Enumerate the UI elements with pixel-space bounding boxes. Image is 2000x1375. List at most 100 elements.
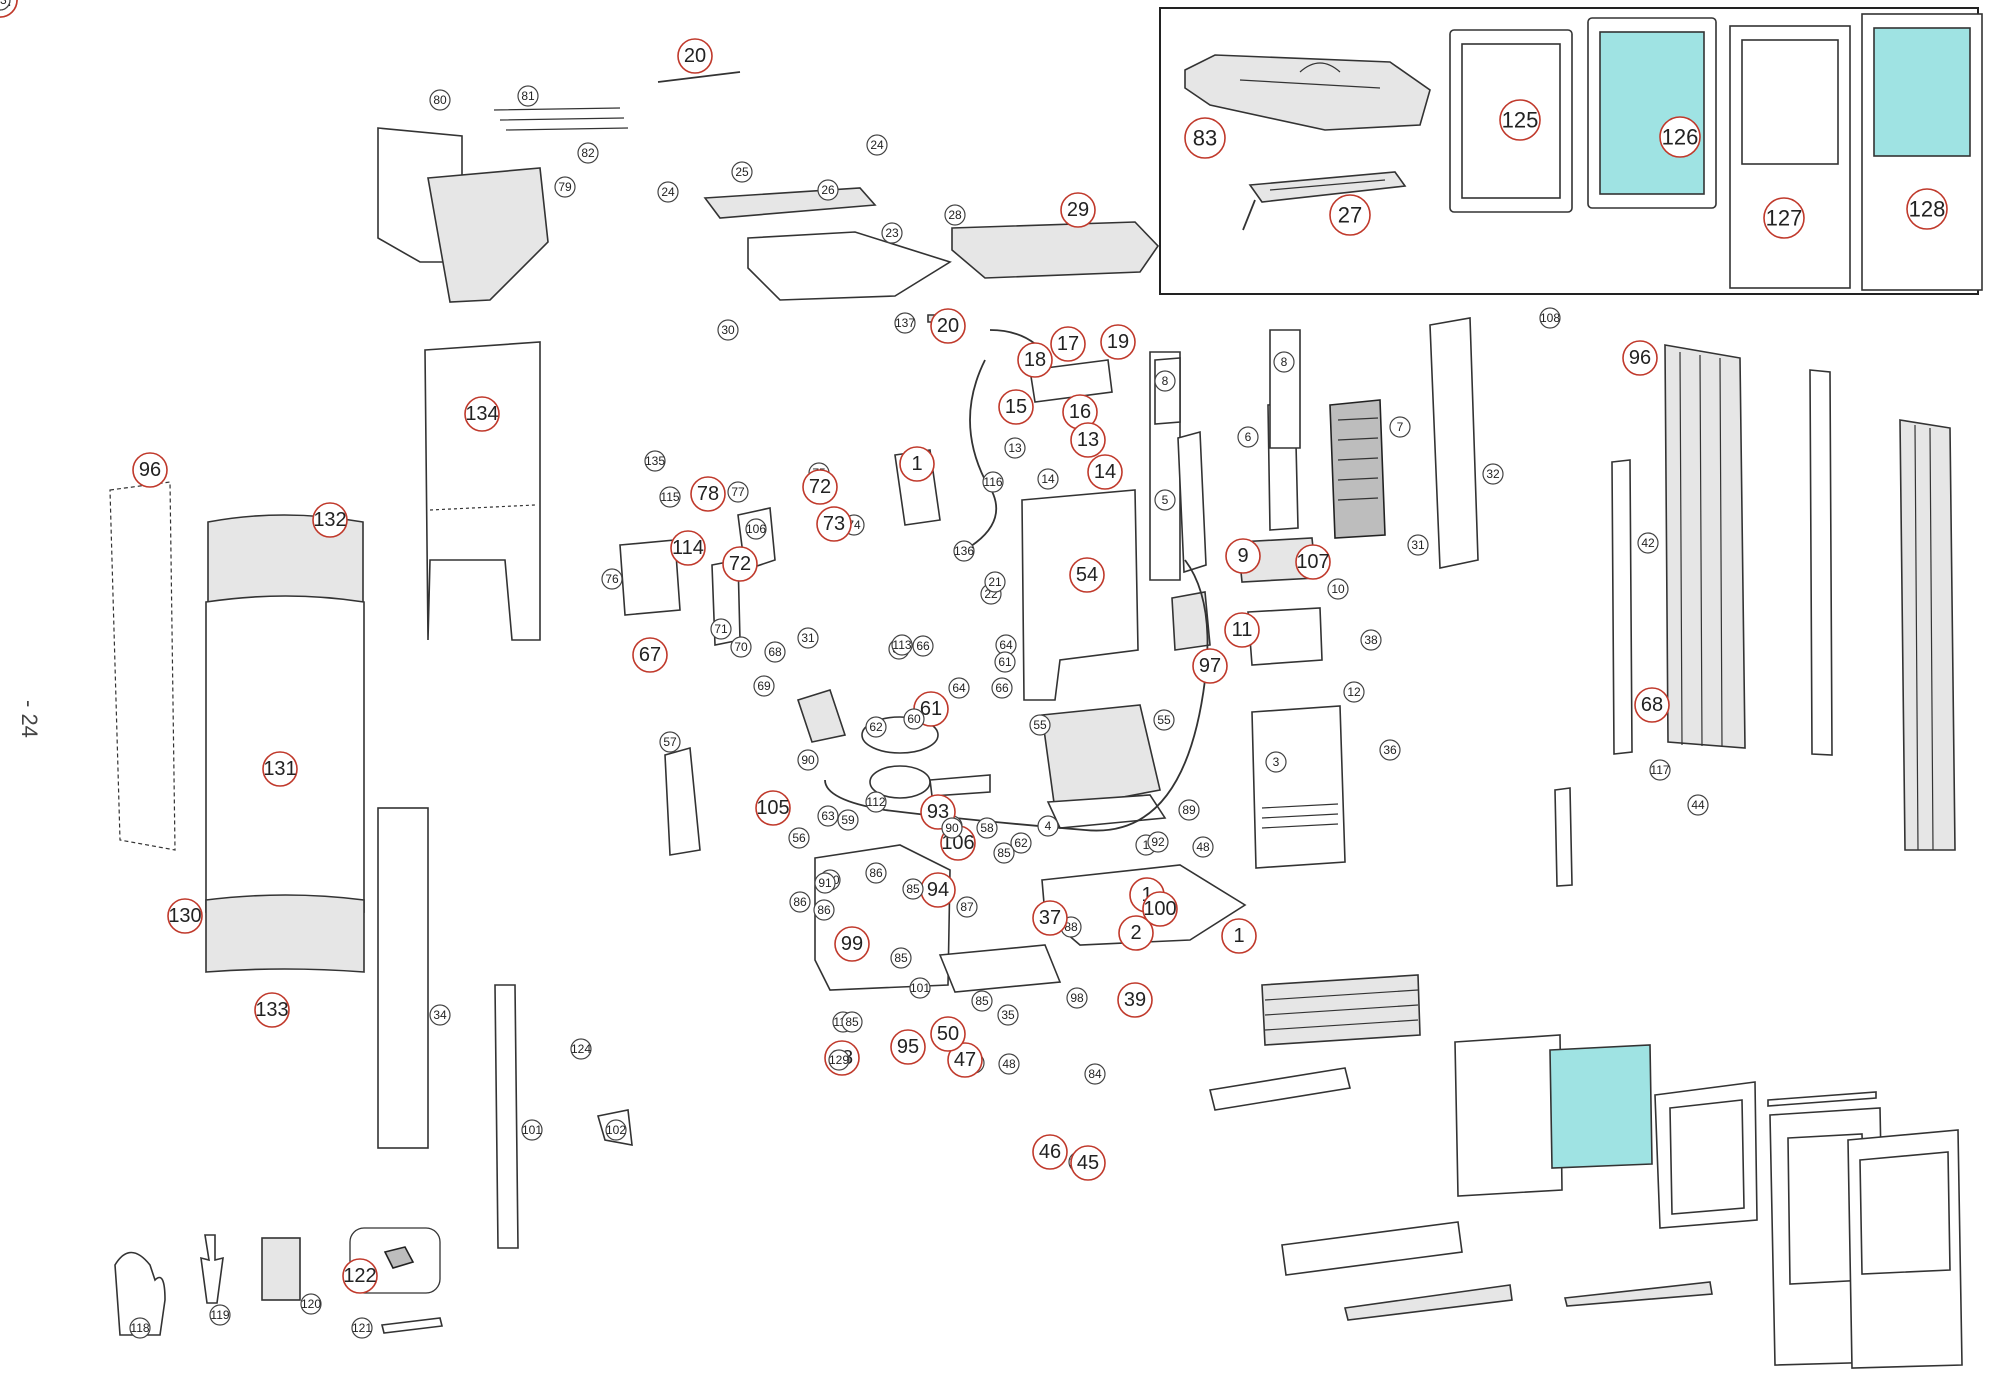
callout-label: 82 bbox=[577, 142, 599, 164]
callout-circle bbox=[1649, 759, 1671, 781]
callout-number: 122 bbox=[343, 1265, 376, 1287]
callout-number: 79 bbox=[558, 180, 572, 194]
callout-circle bbox=[690, 476, 726, 512]
callout-label: 17 bbox=[1050, 326, 1086, 362]
callout-number: 133 bbox=[255, 999, 288, 1021]
callout-label: 57 bbox=[659, 731, 681, 753]
callout-circle bbox=[710, 618, 732, 640]
callout-circle bbox=[834, 926, 870, 962]
callout-number: 136 bbox=[954, 544, 974, 558]
callout-number: 119 bbox=[210, 1308, 229, 1322]
callout-label: 124 bbox=[570, 1038, 592, 1060]
callout-circle bbox=[890, 1029, 926, 1065]
callout-label: 107 bbox=[1295, 544, 1331, 580]
callout-number: 26 bbox=[821, 183, 835, 197]
callout-label: 46 bbox=[1032, 1134, 1068, 1170]
callout-label: 58 bbox=[976, 817, 998, 839]
callout-number: 55 bbox=[1157, 713, 1171, 727]
callout-label: 105 bbox=[755, 790, 791, 826]
callout-number: 85 bbox=[975, 994, 989, 1008]
callout-number: 118 bbox=[130, 1321, 149, 1335]
callout-label: 55 bbox=[1153, 709, 1175, 731]
callout-label: 84 bbox=[1084, 1063, 1106, 1085]
callout-circle bbox=[802, 469, 838, 505]
callout-circle bbox=[1153, 709, 1175, 731]
callout-number: 121 bbox=[352, 1321, 372, 1335]
callout-circle bbox=[976, 817, 998, 839]
callout-label: 89 bbox=[1178, 799, 1200, 821]
callout-number: 9 bbox=[1237, 545, 1248, 567]
callout-circle bbox=[789, 891, 811, 913]
callout-circle bbox=[342, 1258, 378, 1294]
callout-circle bbox=[993, 842, 1015, 864]
callout-label: 96 bbox=[1622, 340, 1658, 376]
callout-circle bbox=[659, 486, 681, 508]
callout-number: 24 bbox=[661, 185, 675, 199]
callout-circle bbox=[1184, 117, 1226, 159]
callout-number: 135 bbox=[645, 454, 665, 468]
callout-number: 73 bbox=[823, 513, 845, 535]
callout-circle bbox=[1192, 836, 1214, 858]
callout-circle bbox=[1147, 831, 1169, 853]
callout-label: 86 bbox=[865, 862, 887, 884]
callout-circle bbox=[1087, 454, 1123, 490]
callout-circle bbox=[788, 827, 810, 849]
callout-number: 8 bbox=[1162, 374, 1169, 388]
inset-box bbox=[1159, 7, 1983, 295]
callout-number: 53 bbox=[0, 0, 7, 7]
callout-number: 44 bbox=[1691, 798, 1705, 812]
callout-number: 20 bbox=[684, 45, 706, 67]
callout-number: 106 bbox=[746, 522, 766, 536]
inset-callout-label: 125 bbox=[1499, 99, 1541, 141]
inset-callout-label: 127 bbox=[1763, 197, 1805, 239]
callout-label: 66 bbox=[912, 635, 934, 657]
callout-circle bbox=[1659, 116, 1701, 158]
callout-circle bbox=[554, 176, 576, 198]
callout-number: 4 bbox=[1045, 819, 1052, 833]
callout-circle bbox=[899, 446, 935, 482]
callout-number: 120 bbox=[301, 1297, 321, 1311]
callout-label: 92 bbox=[1147, 831, 1169, 853]
callout-label: 63 bbox=[817, 805, 839, 827]
callout-number: 32 bbox=[1486, 467, 1500, 481]
callout-number: 77 bbox=[731, 485, 745, 499]
callout-number: 30 bbox=[721, 323, 735, 337]
callout-number: 35 bbox=[1001, 1008, 1015, 1022]
callout-label: 47 bbox=[947, 1042, 983, 1078]
callout-circle bbox=[947, 1042, 983, 1078]
callout-number: 50 bbox=[937, 1023, 959, 1045]
callout-number: 64 bbox=[999, 638, 1013, 652]
callout-circle bbox=[677, 38, 713, 74]
callout-number: 1 bbox=[911, 453, 922, 475]
callout-number: 127 bbox=[1766, 206, 1803, 231]
callout-label: 102 bbox=[605, 1119, 627, 1141]
callout-circle bbox=[312, 502, 348, 538]
callout-circle bbox=[1634, 687, 1670, 723]
callout-circle bbox=[605, 1119, 627, 1141]
callout-label: 22 bbox=[980, 583, 1002, 605]
callout-circle bbox=[909, 977, 931, 999]
callout-circle bbox=[429, 1004, 451, 1026]
callout-number: 1 bbox=[1141, 884, 1152, 906]
callout-number: 1 bbox=[1233, 925, 1244, 947]
callout-circle bbox=[570, 1038, 592, 1060]
callout-label: 85 bbox=[971, 990, 993, 1012]
callout-number: 17 bbox=[1057, 333, 1079, 355]
callout-circle bbox=[517, 85, 539, 107]
callout-label: 66 bbox=[991, 677, 1013, 699]
callout-circle bbox=[903, 708, 925, 730]
callout-number: 6 bbox=[1245, 430, 1252, 444]
callout-number: 86 bbox=[869, 866, 883, 880]
callout-label: 56 bbox=[788, 827, 810, 849]
callout-circle bbox=[930, 308, 966, 344]
callout-label: 90 bbox=[797, 749, 819, 771]
callout-circle bbox=[797, 627, 819, 649]
callout-label: 118 bbox=[129, 1317, 151, 1339]
callout-number: 134 bbox=[465, 403, 498, 425]
callout-circle bbox=[254, 992, 290, 1028]
callout-number: 112 bbox=[866, 795, 885, 809]
callout-label: 29 bbox=[1060, 192, 1096, 228]
callout-number: 94 bbox=[927, 879, 949, 901]
callout-number: 66 bbox=[995, 681, 1009, 695]
